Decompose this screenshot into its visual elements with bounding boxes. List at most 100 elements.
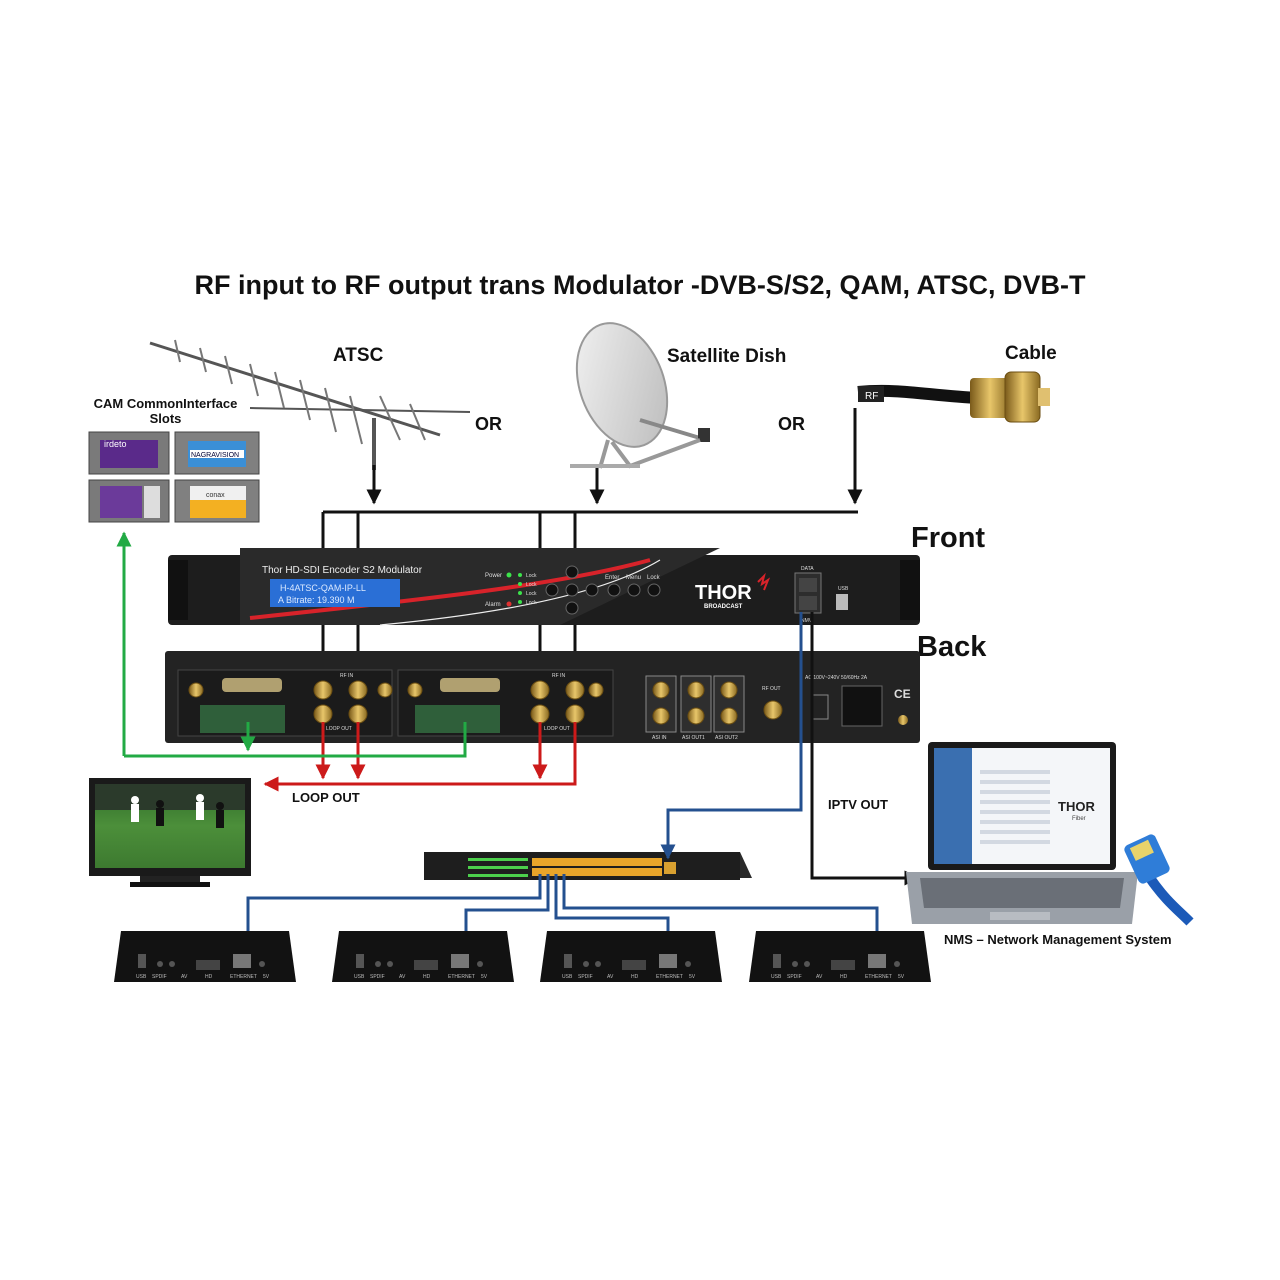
stb2-ethernet-label: ETHERNET: [448, 974, 475, 980]
laptop-brand-sub: Fiber: [1072, 816, 1086, 822]
cam-label-line1: CAM CommonInterface: [93, 396, 238, 411]
button-enter-label: Enter: [605, 575, 619, 581]
satellite-label: Satellite Dish: [667, 346, 787, 367]
stb1-av-label: AV: [181, 974, 188, 980]
data-port-label: DATA: [801, 566, 814, 572]
stb4-hd-label: HD: [840, 974, 848, 980]
ethernet-port-icon: [799, 578, 817, 592]
stb2-5v-label: 5V: [481, 974, 488, 980]
stb2-hd-label: HD: [423, 974, 431, 980]
or-right-label: OR: [778, 414, 805, 434]
rf-in-label-1: RF IN: [340, 673, 353, 679]
asi-out1-label: ASI OUT1: [682, 735, 705, 741]
stb1-spdif-label: SPDIF: [152, 974, 167, 980]
led-power-label: Power: [485, 573, 502, 579]
power-socket-icon: [841, 685, 883, 727]
atsc-antenna-icon: [149, 339, 471, 470]
stb2-spdif-label: SPDIF: [370, 974, 385, 980]
input-feed-lines: [315, 408, 863, 678]
tv-icon: [89, 778, 251, 887]
usb-label: USB: [838, 586, 849, 592]
set-top-boxes: USB SPDIF AV HD ETHERNET 5V USB SPDIF: [114, 931, 931, 982]
atsc-label: ATSC: [333, 345, 384, 366]
loop-out-label: LOOP OUT: [292, 790, 360, 805]
lcd-line1: H-4ATSC-QAM-IP-LL: [280, 583, 366, 593]
lock-label-2: Lock: [526, 582, 537, 588]
lock-label-3: Lock: [526, 591, 537, 597]
iptv-out-line: [810, 612, 920, 886]
set-top-box-2: USB SPDIF AV HD ETHERNET 5V: [332, 931, 514, 982]
laptop-brand-text: THOR: [1058, 799, 1095, 814]
cam-lines: [116, 531, 467, 758]
cam-slots-label: CAM CommonInterface Slots: [78, 396, 253, 426]
stb4-spdif-label: SPDIF: [787, 974, 802, 980]
ethernet-cable-icon: [1124, 834, 1194, 926]
lock-label-4: Lock: [526, 600, 537, 606]
stb3-usb-label: USB: [562, 974, 573, 980]
loop-out-small-2: LOOP OUT: [544, 726, 570, 732]
cam-card-irdeto-text: irdeto: [104, 439, 127, 449]
asi-in-label: ASI IN: [652, 735, 667, 741]
network-switch-icon: [424, 852, 752, 880]
cam-card-nagravision-text: NAGRAVISION: [191, 452, 239, 459]
stb4-usb-label: USB: [771, 974, 782, 980]
cam-label-line2: Slots: [149, 411, 182, 426]
nmv-label: NMV: [801, 618, 813, 624]
stb4-av-label: AV: [816, 974, 823, 980]
cam-card-violet: [88, 479, 170, 523]
laptop-icon: THOR Fiber: [906, 742, 1138, 924]
cam-card-nagravision: NAGRAVISION: [174, 431, 260, 475]
stb1-usb-label: USB: [136, 974, 147, 980]
stb3-5v-label: 5V: [689, 974, 696, 980]
cable-label: Cable: [1005, 343, 1057, 364]
power-spec-label: AC 100V~240V 50/60Hz 2A: [805, 675, 868, 681]
back-label: Back: [917, 631, 987, 663]
lock-label-1: Lock: [526, 573, 537, 579]
loop-out-small-1: LOOP OUT: [326, 726, 352, 732]
power-switch-icon: [811, 694, 829, 720]
cam-card-irdeto: irdeto: [88, 431, 170, 475]
cam-card-conax: conax: [174, 479, 260, 523]
rf-tag-text: RF: [865, 391, 878, 402]
lcd-line2: A Bitrate: 19.390 M: [278, 595, 355, 605]
stb2-av-label: AV: [399, 974, 406, 980]
cam-card-conax-text: conax: [206, 492, 225, 499]
iptv-out-label: IPTV OUT: [828, 797, 888, 812]
model-name-text: Thor HD-SDI Encoder S2 Modulator: [262, 565, 423, 576]
usb-port-icon: [836, 594, 848, 610]
stb3-ethernet-label: ETHERNET: [656, 974, 683, 980]
stb3-av-label: AV: [607, 974, 614, 980]
lcd-display: [270, 579, 400, 607]
button-lock-label: Lock: [647, 575, 661, 581]
loop-out-lines: [263, 722, 577, 792]
cam-cards: irdeto NAGRAVISION conax: [88, 431, 260, 523]
set-top-box-3: USB SPDIF AV HD ETHERNET 5V: [540, 931, 722, 982]
stb1-5v-label: 5V: [263, 974, 270, 980]
stb4-5v-label: 5V: [898, 974, 905, 980]
rf-out-label: RF OUT: [762, 686, 781, 692]
or-left-label: OR: [475, 414, 502, 434]
nms-label: NMS – Network Management System: [944, 932, 1172, 947]
cable-connector-icon: RF: [857, 371, 1050, 423]
back-panel: RF IN RF IN LOOP OUT LOOP OUT ASI IN ASI…: [165, 651, 920, 743]
stb1-ethernet-label: ETHERNET: [230, 974, 257, 980]
set-top-box-1: USB SPDIF AV HD ETHERNET 5V: [114, 931, 296, 982]
front-label: Front: [911, 522, 986, 554]
brand-sub-text: BROADCAST: [704, 604, 743, 610]
led-alarm-label: Alarm: [485, 602, 501, 608]
brand-bolt-icon: [757, 572, 771, 591]
ce-mark: CE: [894, 687, 911, 701]
diagram-title: RF input to RF output trans Modulator -D…: [194, 270, 1086, 300]
stb3-spdif-label: SPDIF: [578, 974, 593, 980]
rf-in-label-2: RF IN: [552, 673, 565, 679]
brand-logo-text: THOR: [695, 582, 752, 604]
set-top-box-4: USB SPDIF AV HD ETHERNET 5V: [749, 931, 931, 982]
asi-out2-label: ASI OUT2: [715, 735, 738, 741]
satellite-dish-icon: [570, 322, 710, 469]
stb4-ethernet-label: ETHERNET: [865, 974, 892, 980]
stb2-usb-label: USB: [354, 974, 365, 980]
button-menu-label: Menu: [626, 575, 641, 581]
stb3-hd-label: HD: [631, 974, 639, 980]
